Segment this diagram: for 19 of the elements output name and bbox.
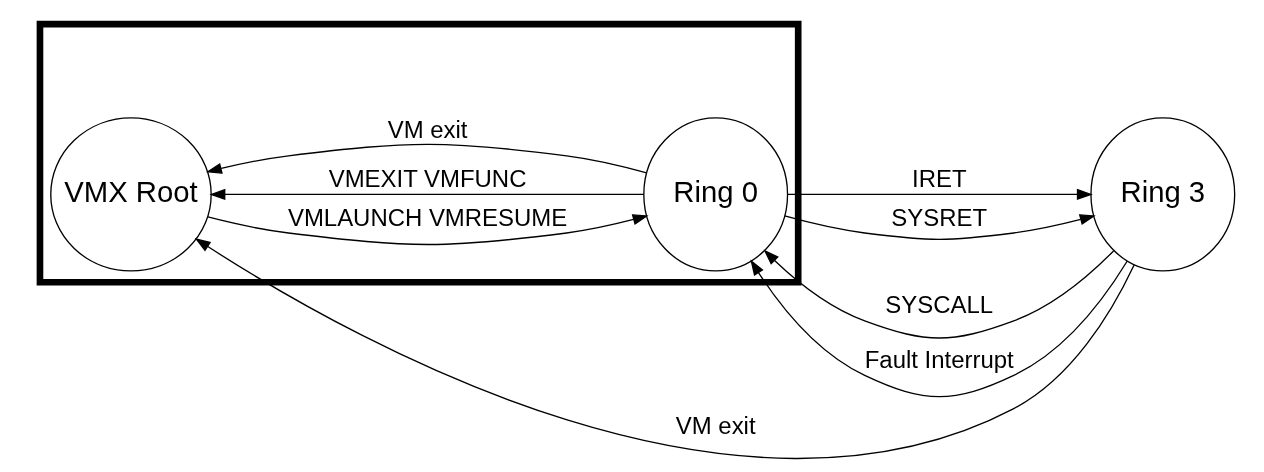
edge-label: SYSCALL — [885, 291, 994, 319]
arrow — [207, 214, 649, 246]
arrow — [784, 214, 1096, 240]
arrow — [763, 249, 1115, 339]
edge-label: VMEXIT VMFUNC — [328, 164, 527, 192]
arrow — [205, 143, 648, 174]
cluster — [36, 20, 802, 286]
edge-label: IRET — [911, 164, 967, 192]
edge-label: Fault Interrupt — [864, 345, 1014, 373]
arrow — [787, 188, 1093, 200]
arrow — [194, 238, 1135, 460]
edge-label: VM exit — [675, 412, 756, 440]
arrow — [209, 188, 645, 200]
node-circle: Ring 0 — [643, 117, 789, 272]
edge-label: SYSRET — [891, 203, 988, 231]
arrow — [750, 259, 1128, 398]
edge-label: VMLAUNCH VMRESUME — [287, 203, 568, 231]
edge-label: VM exit — [387, 115, 468, 143]
node-circle: Ring 3 — [1090, 117, 1236, 272]
